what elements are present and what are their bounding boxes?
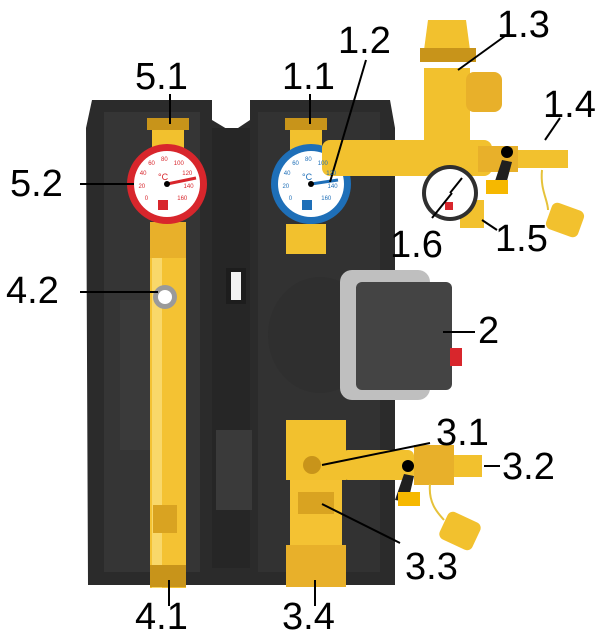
gauge-tick-label: 0 bbox=[288, 196, 293, 203]
gauge-tick-label: 40 bbox=[283, 171, 291, 178]
label-3-2: 3.2 bbox=[502, 446, 555, 488]
label-1-6: 1.6 bbox=[390, 224, 443, 266]
label-1-4: 1.4 bbox=[543, 84, 596, 126]
gauge-tick-label: 80 bbox=[161, 157, 168, 163]
right-riser-pipe bbox=[285, 118, 346, 587]
gauge-tick-label: 140 bbox=[327, 184, 338, 191]
gauge-tick-label: 100 bbox=[317, 160, 328, 167]
gauge-tick-label: 160 bbox=[321, 196, 332, 203]
label-1-3: 1.3 bbox=[497, 4, 550, 46]
gauge-tick-label: 60 bbox=[292, 160, 299, 167]
label-4-2: 4.2 bbox=[6, 270, 59, 312]
label-3-3: 3.3 bbox=[405, 546, 458, 588]
gauge-tick-label: 100 bbox=[173, 160, 184, 167]
label-4-1: 4.1 bbox=[135, 596, 188, 638]
thermometer-icon-left bbox=[127, 144, 207, 224]
left-gauge-unit: °C bbox=[158, 172, 169, 182]
gauge-tick-label: 60 bbox=[148, 160, 155, 167]
pump-icon bbox=[268, 270, 462, 400]
label-5-1: 5.1 bbox=[135, 56, 188, 98]
gauge-tick-label: 0 bbox=[144, 196, 149, 203]
gauge-tick-label: 160 bbox=[177, 196, 188, 203]
label-3-4: 3.4 bbox=[282, 596, 335, 638]
left-riser-pipe bbox=[147, 118, 189, 588]
label-3-1: 3.1 bbox=[436, 412, 489, 454]
pressure-gauge-icon bbox=[422, 165, 478, 221]
gauge-tick-label: 120 bbox=[326, 171, 337, 178]
label-1-1: 1.1 bbox=[282, 56, 335, 98]
gauge-tick-label: 80 bbox=[305, 157, 312, 163]
gauge-tick-label: 20 bbox=[138, 184, 146, 191]
leader-lines bbox=[80, 35, 561, 606]
gauge-tick-label: 120 bbox=[182, 171, 193, 178]
label-1-5: 1.5 bbox=[495, 218, 548, 260]
gauge-tick-label: 40 bbox=[139, 171, 147, 178]
right-gauge-unit: °C bbox=[302, 172, 313, 182]
label-1-2: 1.2 bbox=[338, 20, 391, 62]
label-2: 2 bbox=[478, 310, 500, 352]
gauge-tick-label: 140 bbox=[183, 184, 194, 191]
gauge-tick-label: 20 bbox=[282, 184, 290, 191]
drain-valve-lower bbox=[342, 445, 482, 551]
safety-group bbox=[322, 20, 585, 238]
label-5-2: 5.2 bbox=[10, 163, 63, 205]
